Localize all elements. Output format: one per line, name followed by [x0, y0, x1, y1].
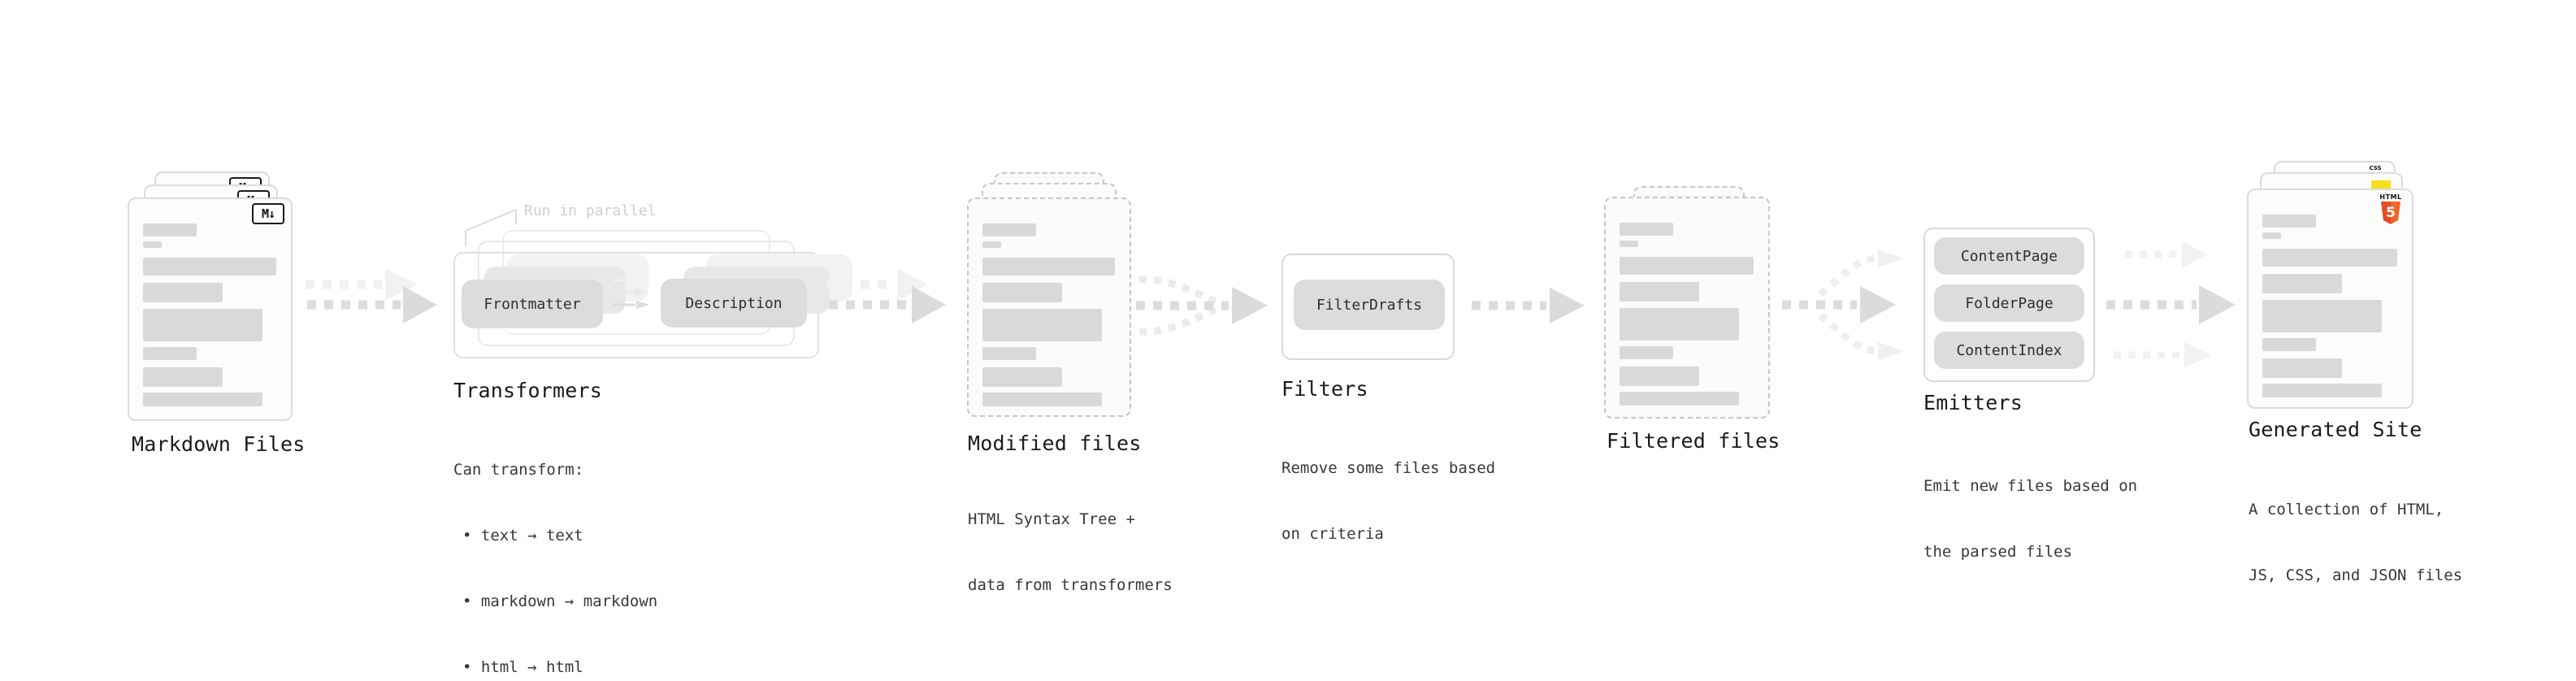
html5-icon-label: HTML — [2379, 193, 2402, 201]
parallel-arrows-icon — [613, 276, 649, 309]
desc-line: data from transformers — [968, 576, 1173, 594]
run-in-parallel-label: Run in parallel — [524, 202, 657, 219]
document-content-placeholder — [982, 223, 1115, 406]
markdown-icon: M↓ — [252, 203, 284, 224]
doc-line-bar — [143, 283, 223, 302]
doc-line-bar — [1620, 392, 1739, 406]
desc-line: • markdown → markdown — [462, 592, 658, 610]
stage-title-emitters: Emitters — [1923, 391, 2023, 414]
desc-line: • html → html — [462, 658, 583, 676]
html5-icon-shield: 5 — [2381, 202, 2400, 224]
doc-line-bar — [982, 393, 1102, 406]
doc-line-bar — [982, 367, 1062, 387]
flow-arrow-light — [2114, 342, 2211, 368]
doc-line-bar — [2262, 249, 2397, 267]
flow-arrow-dark — [307, 286, 437, 323]
html5-icon: HTML 5 — [2379, 194, 2402, 224]
stage-description-emitters: Emit new files based on the parsed files — [1923, 432, 2137, 607]
flow-arrow-transformers-to-modified — [826, 268, 946, 323]
doc-line-bar — [982, 283, 1062, 302]
stage-title-modified-files: Modified files — [968, 432, 1142, 455]
stage-description-modified-files: HTML Syntax Tree + data from transformer… — [968, 465, 1173, 640]
document-content-placeholder — [2262, 215, 2397, 397]
file-card-front: M↓ — [128, 197, 293, 421]
desc-line: • text → text — [462, 527, 583, 544]
emitter-pill-contentindex: ContentIndex — [1934, 332, 2084, 369]
doc-line-bar — [2262, 300, 2382, 332]
css-icon-label: CSS — [2369, 165, 2382, 171]
stage-description-filters: Remove some files based on criteria — [1281, 414, 1495, 589]
stage-title-filtered-files: Filtered files — [1607, 429, 1780, 453]
emitter-pill-contentpage: ContentPage — [1934, 237, 2084, 275]
flow-arrow-markdown-to-transformers — [306, 268, 437, 323]
flow-arrow-light — [306, 268, 418, 301]
doc-line-bar — [143, 347, 197, 360]
desc-line: the parsed files — [1923, 543, 2073, 561]
doc-line-bar — [2262, 358, 2342, 378]
doc-line-bar — [143, 241, 162, 248]
doc-line-bar — [982, 241, 1001, 248]
doc-line-bar — [1620, 308, 1739, 340]
doc-line-bar — [2262, 274, 2342, 293]
run-in-parallel-leader-line — [465, 209, 517, 246]
flow-arrow-fanout-to-emitters — [1782, 249, 1904, 360]
doc-line-bar — [1620, 282, 1699, 301]
document-content-placeholder — [1620, 223, 1754, 406]
flow-arrows-emitters-to-site — [2106, 241, 2236, 368]
doc-line-bar — [1620, 257, 1754, 275]
flow-arrow-light — [2125, 241, 2208, 267]
flow-arrow-light — [826, 268, 928, 301]
desc-line: Remove some files based — [1281, 459, 1496, 477]
desc-line: on criteria — [1281, 525, 1384, 543]
doc-line-bar — [982, 309, 1102, 341]
stage-description-transformers: Can transform: • text → text • markdown … — [453, 415, 657, 681]
document-content-placeholder — [143, 223, 276, 406]
doc-line-bar — [2262, 338, 2316, 351]
flow-arrow-dark — [2106, 285, 2236, 324]
desc-line: HTML Syntax Tree + — [968, 510, 1135, 528]
doc-line-bar — [1620, 367, 1699, 386]
transformer-pill-frontmatter: Frontmatter — [462, 280, 603, 328]
flow-arrow-dark — [829, 286, 946, 323]
desc-line: Emit new files based on — [1923, 477, 2138, 495]
doc-line-bar — [143, 367, 223, 387]
stage-title-markdown-files: Markdown Files — [132, 432, 306, 456]
flow-arrow-filters-to-filtered — [1472, 288, 1585, 323]
file-card-front: HTML 5 — [2247, 189, 2413, 409]
doc-line-bar — [982, 223, 1036, 236]
doc-line-bar — [1620, 223, 1673, 236]
stage-title-transformers: Transformers — [453, 379, 603, 402]
doc-line-bar — [2262, 384, 2382, 397]
js-icon — [2371, 180, 2391, 189]
doc-line-bar — [2262, 232, 2281, 239]
doc-line-bar — [143, 309, 262, 341]
desc-line: A collection of HTML, — [2249, 501, 2444, 518]
doc-line-bar — [982, 258, 1115, 275]
stage-title-generated-site: Generated Site — [2249, 418, 2422, 441]
stage-description-generated-site: A collection of HTML, JS, CSS, and JSON … — [2249, 455, 2462, 631]
desc-line: JS, CSS, and JSON files — [2249, 566, 2463, 584]
doc-line-bar — [982, 347, 1036, 360]
file-card-front — [1604, 197, 1770, 419]
doc-line-bar — [1620, 241, 1638, 247]
desc-line: Can transform: — [453, 461, 584, 479]
emitter-pill-folderpage: FolderPage — [1934, 284, 2084, 322]
doc-line-bar — [1620, 346, 1673, 359]
filter-pill-filterdrafts: FilterDrafts — [1294, 280, 1445, 330]
file-card-front — [967, 197, 1131, 417]
flow-arrow-converge-to-filters — [1136, 275, 1268, 336]
transformer-pill-description: Description — [661, 279, 807, 327]
doc-line-bar — [143, 393, 262, 406]
doc-line-bar — [2262, 215, 2316, 228]
doc-line-bar — [143, 223, 197, 236]
stage-title-filters: Filters — [1281, 377, 1368, 401]
doc-line-bar — [143, 258, 276, 275]
